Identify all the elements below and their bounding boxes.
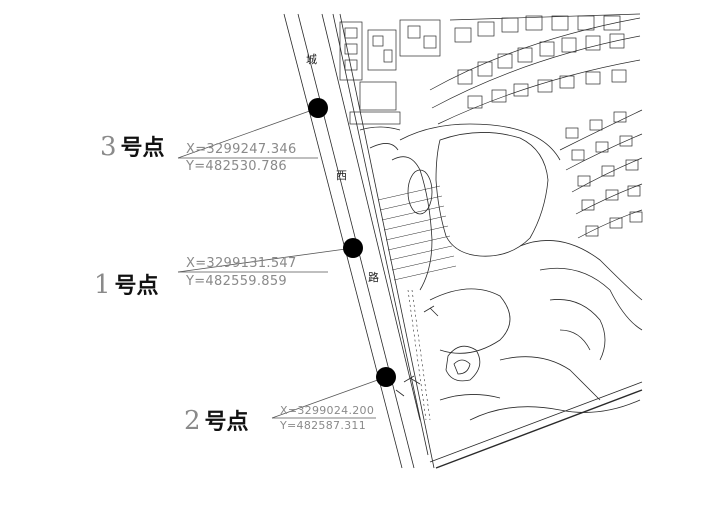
point-number-3: 3 [100, 132, 117, 162]
landscape-south [429, 240, 643, 421]
central-park-area [359, 123, 561, 291]
survey-marker-1[interactable] [343, 238, 363, 258]
building-rows-east [559, 109, 643, 239]
survey-marker-3[interactable] [308, 98, 328, 118]
point-number-1: 1 [94, 270, 111, 300]
road-name-char-2: 西 [336, 169, 347, 182]
point-2-y-coord: Y=482587.311 [280, 419, 367, 432]
road-linework [283, 13, 643, 469]
paving-hatch [377, 185, 457, 281]
point-1-x-coord: X=3299131.547 [186, 256, 297, 271]
point-3-x-coord: X=3299247.346 [186, 142, 297, 157]
point-number-2: 2 [184, 406, 201, 436]
building-rows-northeast [429, 13, 641, 125]
point-3-y-coord: Y=482530.786 [186, 159, 288, 174]
site-annotations [395, 305, 439, 397]
point-2-x-coord: X=3299024.200 [280, 404, 375, 417]
point-suffix-2: 号点 [204, 410, 249, 435]
point-suffix-3: 号点 [120, 136, 165, 161]
leader-lines [177, 107, 387, 419]
road-name-char-1: 城 [306, 53, 317, 66]
road-name-char-3: 路 [368, 271, 379, 284]
road-curb-dashes [407, 289, 431, 421]
survey-marker-2[interactable] [376, 367, 396, 387]
point-1-y-coord: Y=482559.859 [186, 274, 288, 289]
point-suffix-1: 号点 [114, 274, 159, 299]
building-cluster-north [339, 19, 441, 125]
